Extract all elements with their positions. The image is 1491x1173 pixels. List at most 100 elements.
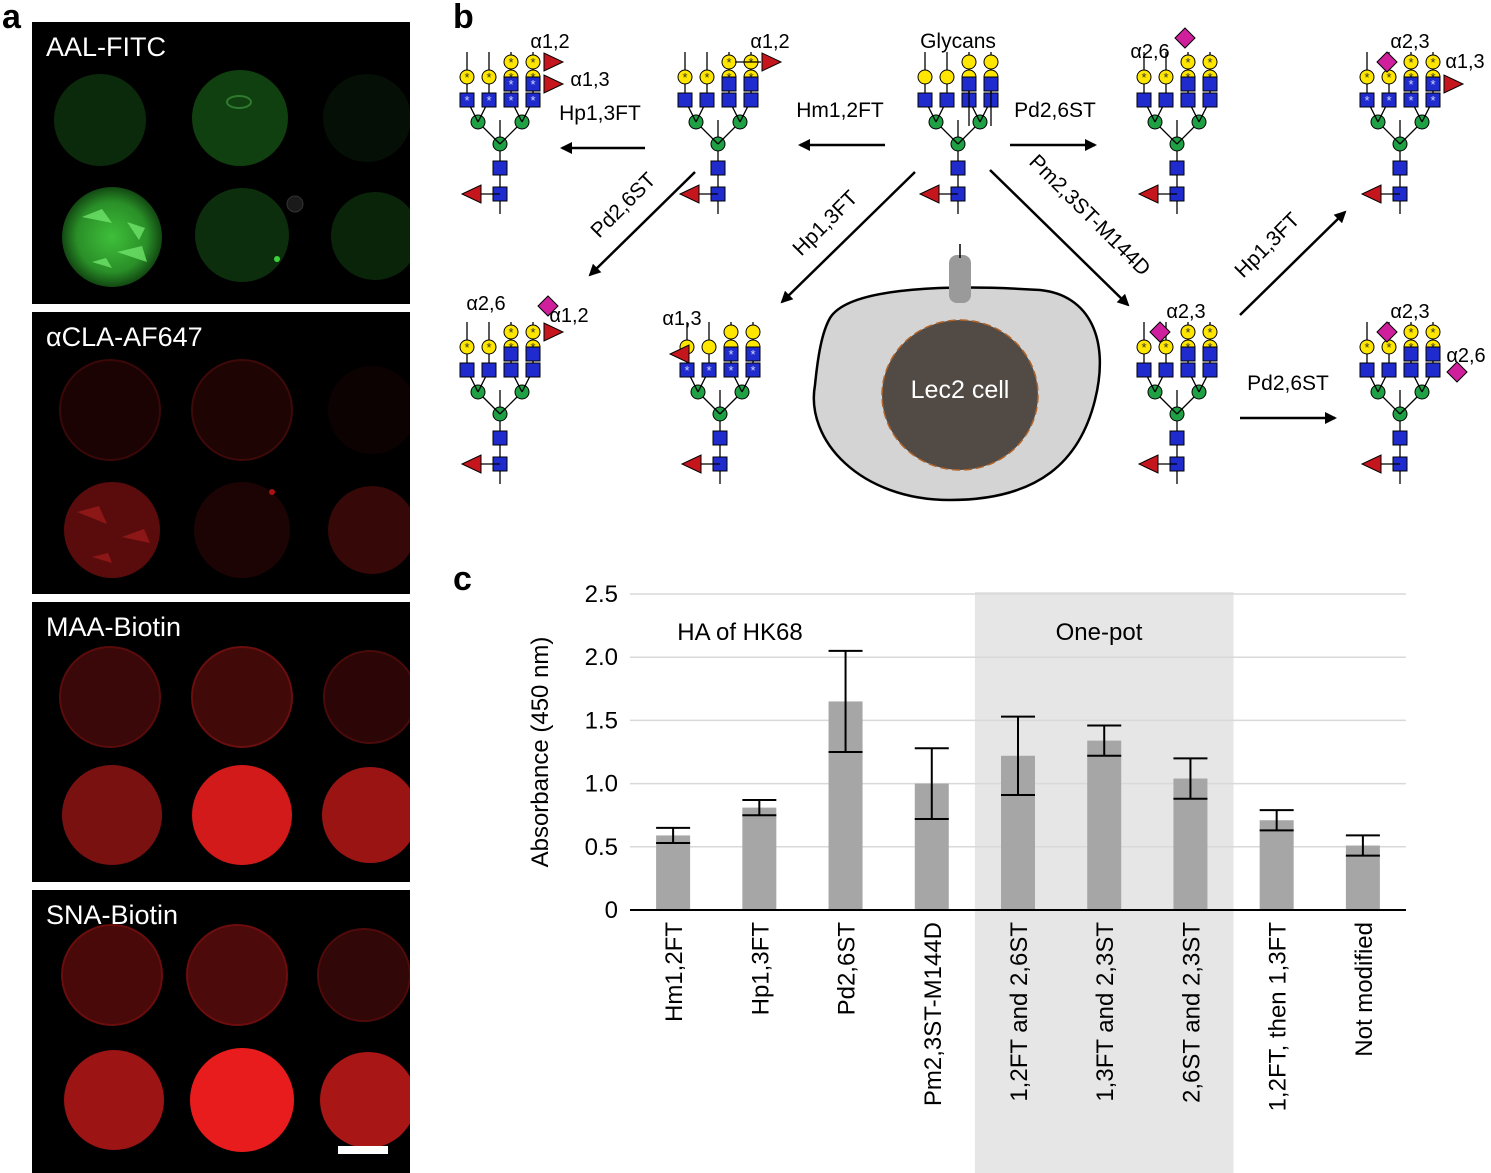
glcnac-square (1202, 346, 1218, 362)
galactose-circle (1403, 54, 1419, 70)
well-bright (62, 187, 162, 287)
bar (914, 783, 949, 910)
linkage-label: α2,3 (1390, 301, 1429, 323)
sulfate-mark: * (486, 70, 491, 85)
galactose-circle (1425, 324, 1441, 340)
well-texture (82, 209, 147, 268)
glcnac-square (961, 76, 977, 92)
acla-af647-title: αCLA-AF647 (46, 322, 203, 352)
sulfate-mark: * (1207, 55, 1212, 70)
fucose-triangle (1360, 184, 1382, 204)
y-tick-label: 1.5 (585, 707, 618, 734)
linkage-label: α1,2 (750, 31, 789, 53)
arrow-hp13ft-right (1239, 210, 1347, 316)
glcnac-square (1381, 92, 1397, 108)
fucose-triangle (1443, 74, 1465, 94)
sulfate-mark: * (1408, 77, 1413, 92)
glcnac-square (743, 92, 759, 108)
glcnac-square (721, 76, 737, 92)
well (194, 482, 290, 578)
well (192, 70, 288, 166)
galactose-circle (525, 54, 541, 70)
x-tick-label: Pd2,6ST (834, 922, 861, 1016)
sulfate-mark: * (1207, 325, 1212, 340)
sulfate-mark: * (1141, 340, 1146, 355)
glcnac-square (1136, 362, 1152, 378)
fucose-triangle (678, 184, 700, 204)
glcnac-square (1425, 76, 1441, 92)
fucose-triangle (543, 74, 565, 94)
glcnac-square (679, 362, 695, 378)
galactose-circle (481, 69, 497, 85)
glcnac-square (712, 430, 728, 446)
sulfate-mark: * (530, 77, 535, 92)
sulfate-mark: * (1408, 325, 1413, 340)
well-bright (190, 1048, 294, 1152)
glcnac-square (1158, 92, 1174, 108)
sulfate-mark: * (1386, 340, 1391, 355)
galactose-circle (983, 54, 999, 70)
well-artifact (226, 95, 252, 109)
y-tick-label: 2.5 (585, 581, 618, 608)
galactose-circle (481, 339, 497, 355)
well (323, 74, 410, 162)
speck (269, 489, 275, 495)
galactose-circle (745, 324, 761, 340)
glcnac-square (503, 92, 519, 108)
glcnac-square (1403, 76, 1419, 92)
fucose-triangle (761, 52, 783, 72)
membrane-protein (949, 255, 971, 303)
bar (1087, 740, 1122, 910)
glcnac-square (983, 76, 999, 92)
galactose-circle (459, 69, 475, 85)
well-texture (77, 506, 150, 563)
sialic-acid-diamond (1376, 321, 1398, 343)
x-tick-label: Hm1,2FT (661, 922, 688, 1022)
well-bright (64, 482, 160, 578)
galactose-circle (1136, 339, 1152, 355)
linkage-label: α1,2 (549, 305, 588, 327)
sulfate-mark: * (750, 347, 755, 362)
glcnac-square (481, 92, 497, 108)
well (59, 359, 161, 461)
glcnac-square (677, 92, 693, 108)
glycan-scheme: Lec2 cell Hm1,2FT Hp1,3FT Pd2,6ST Pd2,6S… (459, 27, 1486, 502)
glcnac-square (1202, 362, 1218, 378)
enzyme-label-pm23st: Pm2,3ST-M144D (1025, 150, 1155, 280)
aal-fitc-title: AAL-FITC (46, 32, 167, 62)
glcnac-square (1169, 160, 1185, 176)
sulfate-mark: * (1141, 70, 1146, 85)
linkage-label: α1,3 (1445, 51, 1484, 73)
glcnac-square (723, 346, 739, 362)
arrow-hp13ft-diag (780, 171, 916, 304)
sulfate-mark: * (728, 347, 733, 362)
glcnac-square (721, 92, 737, 108)
well (64, 1050, 164, 1150)
sulfate-mark: * (1408, 93, 1413, 108)
glcnac-square (525, 92, 541, 108)
fucose-triangle (460, 454, 482, 474)
galactose-circle (1425, 54, 1441, 70)
sulfate-mark: * (486, 93, 491, 108)
galactose-circle (699, 69, 715, 85)
bar (1173, 778, 1208, 910)
fucose-triangle (1137, 454, 1159, 474)
linkage-label: α1,2 (530, 31, 569, 53)
enzyme-label-hp13ft-right: Hp1,3FT (1230, 208, 1304, 282)
glcnac-square (745, 362, 761, 378)
sulfate-mark: * (1163, 340, 1168, 355)
sulfate-mark: * (508, 325, 513, 340)
sulfate-mark: * (530, 325, 535, 340)
glcnac-square (1202, 92, 1218, 108)
galactose-circle (1158, 69, 1174, 85)
panel-b-label: b (453, 0, 474, 36)
sulfate-mark: * (1364, 93, 1369, 108)
bar (828, 701, 863, 910)
glcnac-square (459, 362, 475, 378)
maa-biotin-image: MAA-Biotin (32, 602, 410, 882)
sna-wells (61, 924, 410, 1154)
galactose-circle (1180, 324, 1196, 340)
panel-c-label: c (453, 560, 472, 598)
galactose-circle (1202, 54, 1218, 70)
well (61, 924, 163, 1026)
